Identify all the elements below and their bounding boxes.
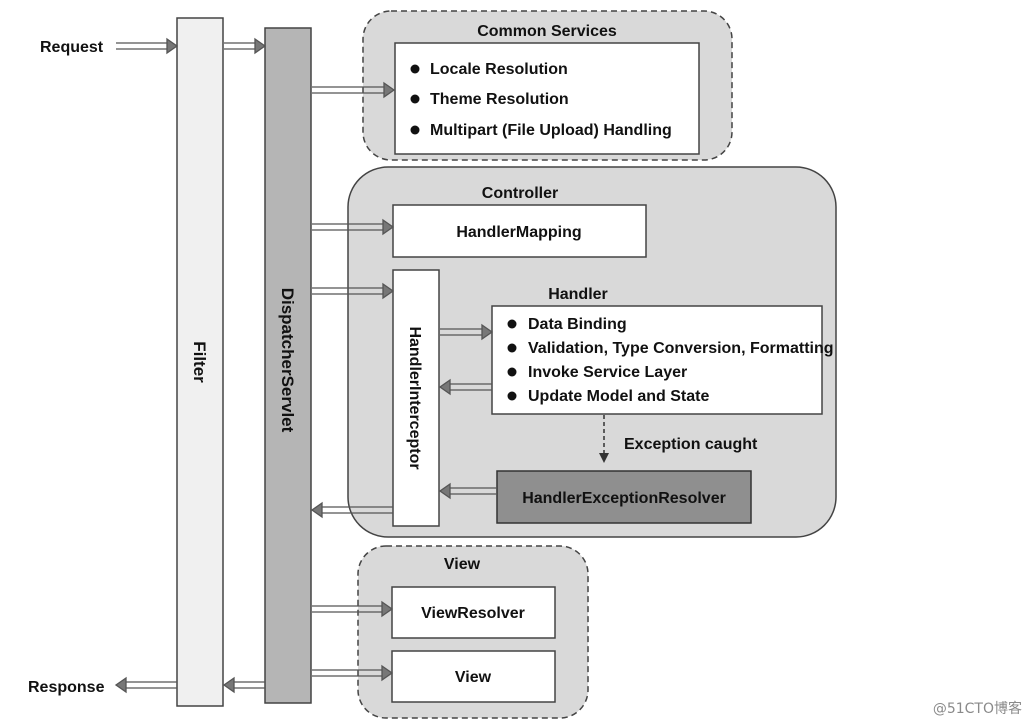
handler-item: Data Binding [528,316,627,333]
exception-caught-label: Exception caught [624,436,758,453]
common-services-title: Common Services [477,23,617,40]
common-service-item: Theme Resolution [430,91,569,108]
dispatcher-servlet-bar [264,27,312,704]
view-label: View [455,669,492,686]
bullet-icon [507,367,517,377]
bullet-icon [507,391,517,401]
handler-exception-resolver-box [496,470,752,524]
view-resolver-label: ViewResolver [421,605,525,622]
common-service-item: Locale Resolution [430,61,568,78]
bullet-icon [410,125,420,135]
bullet-icon [507,343,517,353]
handler-interceptor-label: HandlerInterceptor [406,326,423,469]
view-box [391,650,556,703]
view-resolver-box [391,586,556,639]
handler-item: Invoke Service Layer [528,364,687,381]
common-services-box [394,42,700,155]
response-label: Response [28,679,105,696]
bullet-icon [410,94,420,104]
filter-label: Filter [190,341,209,383]
dispatcher-servlet-label: DispatcherServlet [278,288,297,433]
handler-interceptor-box [392,269,440,527]
watermark: @51CTO博客 [933,700,1022,717]
handler-exception-resolver-label: HandlerExceptionResolver [522,490,726,507]
bullet-icon [507,319,517,329]
handler-box [491,305,823,415]
handler-mapping-label: HandlerMapping [456,224,581,241]
request-label: Request [40,39,104,56]
view-group-title: View [444,556,481,573]
handler-title: Handler [548,286,608,303]
handler-item: Validation, Type Conversion, Formatting [528,340,834,357]
arrows [114,37,497,694]
handler-item: Update Model and State [528,388,709,405]
common-service-item: Multipart (File Upload) Handling [430,122,672,139]
filter-bar [176,17,224,707]
controller-title: Controller [482,185,558,202]
handler-mapping-box [392,204,647,258]
bullet-icon [410,64,420,74]
